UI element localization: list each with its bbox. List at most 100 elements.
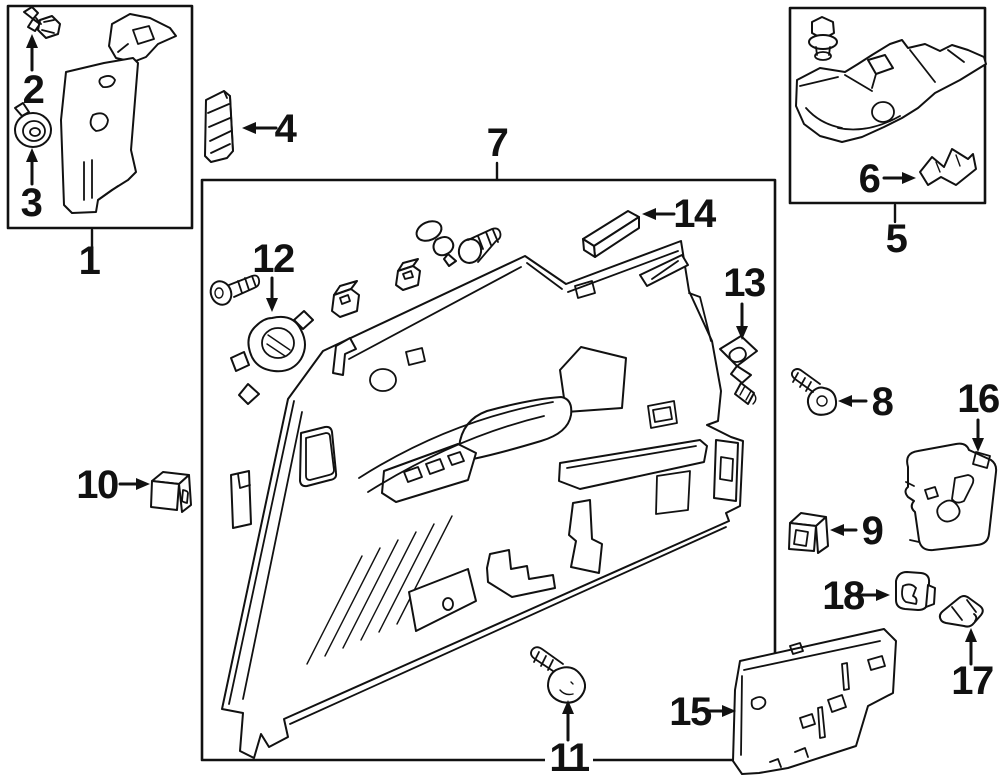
part12-reflections — [266, 334, 291, 357]
callout-2-arrowhead — [26, 34, 38, 48]
panel-bottom-tab — [408, 568, 477, 632]
callout-label-11[interactable]: 11 — [549, 736, 591, 780]
pushpin-body — [432, 236, 457, 267]
screw-b-shaft — [467, 227, 502, 263]
part9-side — [815, 516, 829, 554]
part4-slats — [207, 90, 234, 154]
part5-details — [799, 49, 965, 131]
bolt-tip — [814, 51, 832, 61]
part13-inner — [728, 346, 747, 363]
callout-18: 18 — [822, 574, 890, 618]
part15-outline — [732, 628, 897, 775]
panel-interior-lines — [228, 250, 734, 725]
quarter-panel-drawing — [221, 240, 744, 759]
callout-13-arrowhead — [736, 326, 748, 340]
part18-inner — [901, 583, 918, 605]
side-bracket-drawing — [904, 442, 998, 552]
pushpin-drawing — [415, 220, 457, 267]
part5-outline — [795, 39, 987, 143]
callout-11: 11 — [549, 700, 591, 780]
part6-detail — [935, 154, 961, 173]
callout-label-12[interactable]: 12 — [252, 237, 295, 281]
callout-label-5[interactable]: 5 — [886, 217, 910, 261]
callout-label-18[interactable]: 18 — [822, 574, 866, 618]
panel-pillar-slot — [299, 425, 338, 488]
callout-8-arrowhead — [838, 395, 852, 407]
callout-label-7[interactable]: 7 — [487, 121, 510, 165]
trim-hook-outline — [108, 13, 177, 63]
callout-17-arrowhead — [965, 628, 977, 642]
part12-outer — [247, 315, 306, 373]
trim-hook-detail — [117, 25, 155, 53]
callout-3-arrowhead — [26, 148, 38, 162]
part12-inner-ring — [261, 327, 295, 359]
screw-a-shaft — [228, 274, 261, 298]
clip-drawing-6 — [919, 148, 977, 186]
callout-label-13[interactable]: 13 — [723, 261, 766, 305]
callout-label-1[interactable]: 1 — [79, 239, 103, 283]
part5-hole — [871, 101, 895, 123]
callout-9: 9 — [830, 509, 885, 553]
callout-label-10[interactable]: 10 — [76, 463, 119, 507]
callout-label-14[interactable]: 14 — [673, 192, 718, 236]
part12-tabs — [230, 310, 314, 405]
part16-inner-shapes — [905, 451, 991, 543]
callout-16: 16 — [957, 377, 1000, 452]
retainer-clip-drawing — [895, 571, 936, 611]
panel-hatch-lines — [306, 515, 453, 665]
callout-13: 13 — [723, 261, 766, 340]
screw-drawing-top — [457, 227, 502, 264]
clip-b-notch — [402, 270, 414, 280]
panel-right-bracket — [713, 439, 739, 502]
callout-label-15[interactable]: 15 — [669, 690, 713, 734]
callout-label-2[interactable]: 2 — [23, 68, 46, 112]
screw-a-head — [209, 280, 233, 306]
barrel-nut-drawing — [938, 595, 984, 628]
callout-label-16[interactable]: 16 — [957, 377, 1000, 421]
callout-8: 8 — [838, 380, 896, 424]
part6-outline — [919, 148, 977, 186]
part8-shaft — [790, 368, 821, 393]
screw-drawing-left — [209, 274, 261, 306]
panel-left-tab — [230, 470, 252, 529]
callout-12-arrowhead — [266, 298, 278, 312]
callout-label-8[interactable]: 8 — [872, 380, 896, 424]
assembly-box-7: 12 13 14 11 — [200, 178, 777, 780]
grommet-mid — [22, 120, 46, 142]
callout-4: 4 — [242, 107, 300, 151]
part9-front — [788, 522, 817, 552]
clip-drawing-b — [395, 258, 421, 291]
lower-bracket-drawing — [732, 628, 897, 775]
pillar-trim-drawing — [60, 13, 177, 214]
callout-18-arrowhead — [876, 589, 890, 601]
part10-hole — [181, 489, 189, 504]
callout-label-6[interactable]: 6 — [859, 157, 882, 201]
rear-bracket-drawing — [795, 39, 987, 143]
callout-15-arrowhead — [722, 705, 736, 717]
part8-head-detail — [816, 395, 828, 407]
grommet-drawing — [14, 102, 52, 148]
callout-label-9[interactable]: 9 — [862, 509, 885, 553]
screw-b-head — [457, 238, 483, 264]
callout-3: 3 — [21, 148, 44, 225]
callout-16-arrowhead — [972, 438, 984, 452]
pushpin-head — [415, 220, 443, 242]
bolt-hex — [811, 16, 835, 40]
callout-2: 2 — [23, 34, 46, 112]
push-clip-drawing — [23, 6, 61, 39]
grommet-inner — [29, 127, 41, 137]
callout-15: 15 — [669, 690, 736, 734]
panel-side-tray — [558, 439, 708, 490]
callout-12: 12 — [252, 237, 295, 312]
trim-body-outline — [60, 57, 139, 214]
part5-protrusion — [867, 54, 894, 75]
part14-end — [582, 238, 596, 258]
callout-label-3[interactable]: 3 — [21, 181, 44, 225]
callout-label-4[interactable]: 4 — [275, 107, 300, 151]
trim-bar-drawing — [582, 210, 640, 258]
callout-label-17[interactable]: 17 — [951, 659, 994, 703]
panel-step-tabs — [486, 549, 556, 598]
screw-drawing-8 — [790, 368, 838, 416]
callout-14: 14 — [642, 192, 718, 236]
